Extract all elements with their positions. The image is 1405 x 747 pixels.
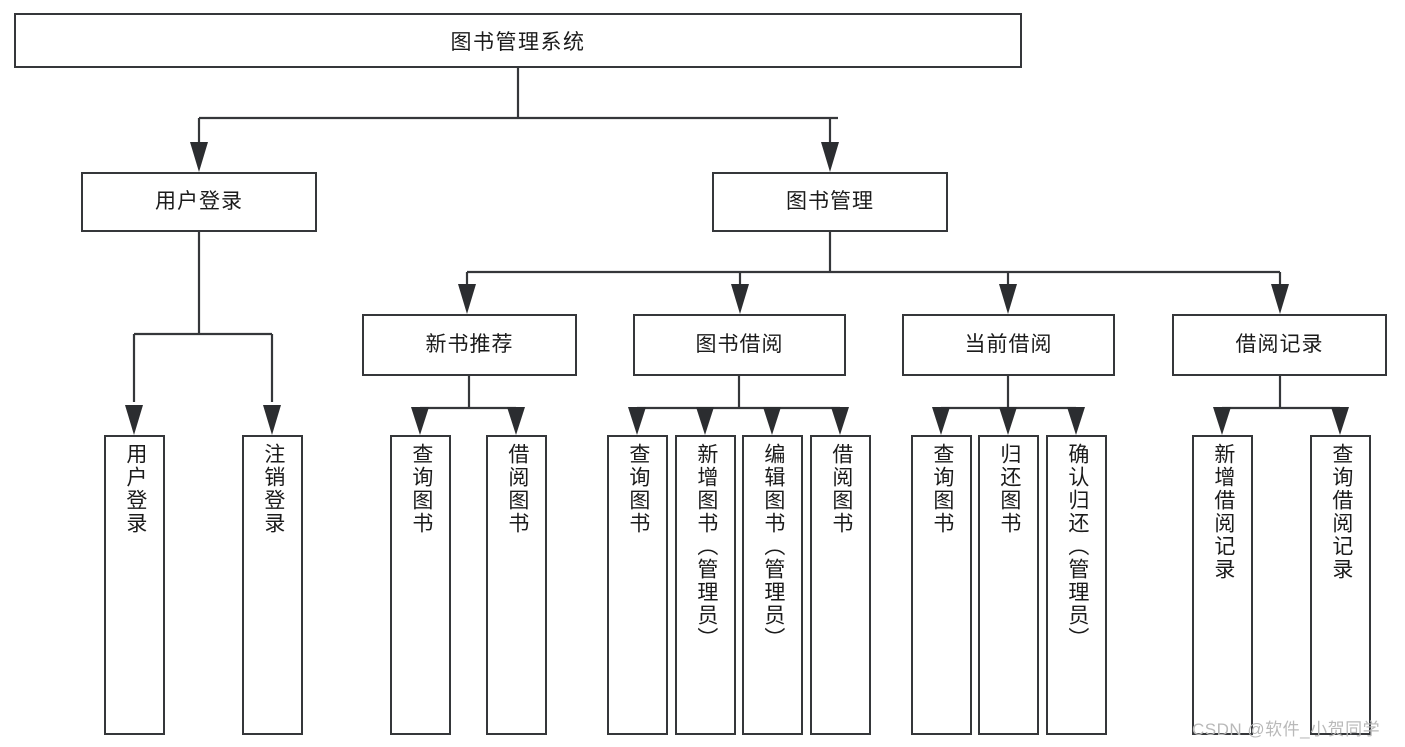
node-label: 图书借阅	[695, 333, 784, 357]
node-label: 查询借阅记录	[1329, 443, 1353, 581]
node-book-management[interactable]: 图书管理	[712, 172, 948, 232]
node-label: 查询图书	[409, 443, 433, 535]
node-label: 注销登录	[261, 443, 285, 535]
leaf-borrow-borrow-book[interactable]: 借阅图书	[810, 435, 871, 735]
node-user-login[interactable]: 用户登录	[81, 172, 317, 232]
node-borrow-record[interactable]: 借阅记录	[1172, 314, 1387, 376]
node-label: 图书管理	[786, 190, 874, 214]
leaf-current-confirm-return-admin[interactable]: 确认归还（管理员）	[1046, 435, 1107, 735]
node-label: 新增借阅记录	[1211, 443, 1235, 581]
leaf-borrow-add-book-admin[interactable]: 新增图书（管理员）	[675, 435, 736, 735]
leaf-current-query-book[interactable]: 查询图书	[911, 435, 972, 735]
leaf-borrow-query-book[interactable]: 查询图书	[607, 435, 668, 735]
leaf-record-add-record[interactable]: 新增借阅记录	[1192, 435, 1253, 735]
node-label: 借阅记录	[1235, 333, 1324, 357]
node-label: 归还图书	[997, 443, 1021, 535]
node-label: 确认归还（管理员）	[1065, 443, 1089, 650]
node-book-borrow[interactable]: 图书借阅	[633, 314, 846, 376]
leaf-record-query-record[interactable]: 查询借阅记录	[1310, 435, 1371, 735]
node-label: 新增图书（管理员）	[694, 443, 718, 650]
node-label: 借阅图书	[505, 443, 529, 535]
leaf-new-book-query-book[interactable]: 查询图书	[390, 435, 451, 735]
node-label: 用户登录	[123, 443, 147, 535]
node-root-book-management-system[interactable]: 图书管理系统	[14, 13, 1022, 68]
leaf-borrow-edit-book-admin[interactable]: 编辑图书（管理员）	[742, 435, 803, 735]
node-new-book-recommend[interactable]: 新书推荐	[362, 314, 577, 376]
node-label: 借阅图书	[829, 443, 853, 535]
node-label: 图书管理系统	[450, 30, 586, 54]
leaf-user-login-logout[interactable]: 注销登录	[242, 435, 303, 735]
leaf-new-book-borrow-book[interactable]: 借阅图书	[486, 435, 547, 735]
leaf-current-return-book[interactable]: 归还图书	[978, 435, 1039, 735]
node-label: 当前借阅	[964, 333, 1053, 357]
leaf-user-login-login[interactable]: 用户登录	[104, 435, 165, 735]
node-current-borrow[interactable]: 当前借阅	[902, 314, 1115, 376]
node-label: 新书推荐	[425, 333, 514, 357]
node-label: 编辑图书（管理员）	[761, 443, 785, 650]
node-label: 查询图书	[930, 443, 954, 535]
node-label: 用户登录	[155, 190, 243, 214]
node-label: 查询图书	[626, 443, 650, 535]
